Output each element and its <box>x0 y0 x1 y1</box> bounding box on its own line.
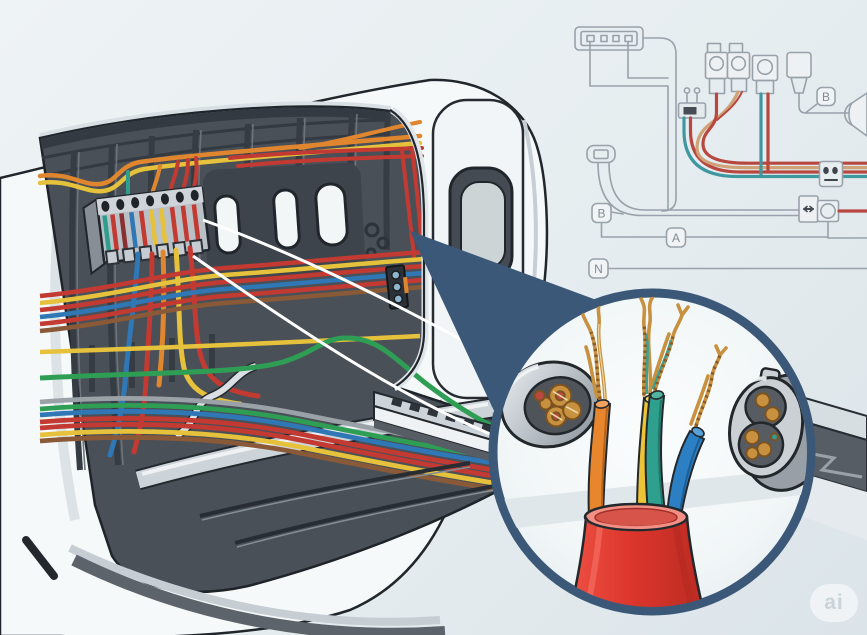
blue-conductor <box>665 344 728 518</box>
left-cable-connector <box>499 360 601 449</box>
schematic-reversing-switch-box-icon <box>798 195 819 223</box>
magnifier-inset <box>488 288 816 616</box>
ceiling-shadow <box>40 105 390 149</box>
fuselage-cutaway <box>0 78 549 635</box>
cabin-window <box>272 188 301 250</box>
green-wire <box>39 335 502 433</box>
strand-highlights <box>549 390 579 421</box>
schematic-indicator-lamp-icon <box>586 144 616 164</box>
schematic-label-n: N <box>588 258 609 279</box>
orange-conductor <box>575 297 612 518</box>
belly-skin-bands <box>22 536 446 635</box>
schematic-horn-icon <box>844 92 867 137</box>
schematic-label-b-left-text: B <box>597 207 605 221</box>
wall-connector-panel <box>385 264 409 310</box>
wall-detail-squiggles <box>364 222 390 259</box>
terminal-block-wires <box>102 204 201 252</box>
right-seat-rail <box>797 394 867 540</box>
schematic-colored-wires <box>682 90 867 179</box>
schematic-solenoid-valve-icon <box>704 42 729 95</box>
terminal-block <box>82 185 211 276</box>
schematic-inline-module-icon <box>818 160 844 188</box>
schematic-label-b-right: B <box>816 86 836 107</box>
schematic-multi-pin-connector-icon <box>574 26 644 51</box>
cabin-window <box>314 182 349 247</box>
callout-line <box>192 254 501 440</box>
schematic-label-b-left: B <box>591 202 612 224</box>
terminal-screws <box>101 189 199 212</box>
schematic-plug-connector-icon <box>786 51 812 94</box>
schematic-relay-icon <box>751 54 779 95</box>
schematic-label-a-text: A <box>672 231 680 245</box>
schematic-solenoid-valve-icon <box>726 42 751 93</box>
schematic-wire-bus <box>597 161 800 217</box>
cabin-windows <box>213 182 349 255</box>
right-cable-connector <box>728 367 807 492</box>
schematic-label-n-text: N <box>594 262 603 276</box>
ai-watermark: ai <box>810 584 858 622</box>
copper-strands <box>637 297 658 397</box>
teal-conductor <box>644 303 690 516</box>
copper-strands <box>649 303 690 392</box>
wiring-schematic: B A N B <box>574 26 867 279</box>
cutaway-rim <box>39 101 429 392</box>
schematic-motor-icon <box>816 199 840 223</box>
floor-rails <box>199 461 501 548</box>
schematic-toggle-switch-icon <box>677 87 707 119</box>
copper-strands <box>689 344 728 428</box>
schematic-label-b-right-text: B <box>822 90 830 104</box>
schematic-label-a: A <box>665 227 687 248</box>
callout-triangle <box>410 231 645 428</box>
right-connector-copper-pins <box>744 392 781 461</box>
